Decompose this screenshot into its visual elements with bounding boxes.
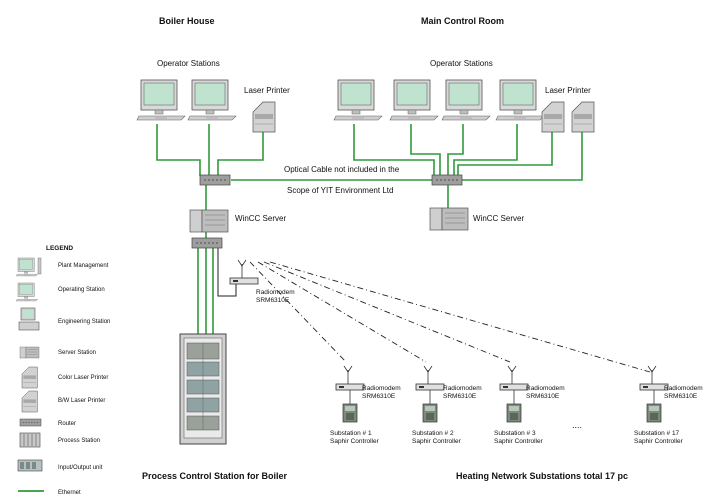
radio-link-1 bbox=[249, 261, 347, 363]
router-icon bbox=[431, 174, 463, 186]
engineering-station-icon bbox=[18, 307, 40, 331]
router-legend-icon bbox=[19, 418, 42, 427]
radiomodem-icon bbox=[335, 365, 365, 391]
substation-radio-label-2: SRM6310E bbox=[526, 393, 560, 400]
laser-printer-icon bbox=[541, 101, 565, 133]
optical-cable-label-line1: Optical Cable not included in the bbox=[284, 165, 400, 174]
optical-cable-label-line2: Scope of YIT Environment Ltd bbox=[287, 186, 393, 195]
substation-1: Radiomodem SRM6310E Substation # 1 Saphi… bbox=[330, 365, 401, 445]
color-laser-printer-icon bbox=[21, 366, 38, 389]
legend-label: Process Station bbox=[58, 438, 100, 444]
radio-link-3 bbox=[263, 261, 511, 363]
radiomodem-icon bbox=[229, 259, 259, 285]
substation-name: Substation # 1 bbox=[330, 430, 372, 437]
bw-laser-printer-icon bbox=[21, 390, 38, 413]
legend-label: Engineering Station bbox=[58, 319, 110, 325]
laser-printer-label-right: Laser Printer bbox=[545, 86, 591, 95]
substation-name: Substation # 2 bbox=[412, 430, 454, 437]
server-icon bbox=[429, 207, 469, 231]
substation-name: Substation # 3 bbox=[494, 430, 536, 437]
ethernet-link-right-ws4 bbox=[453, 124, 518, 176]
server-station-icon bbox=[19, 346, 40, 359]
substation-radio-label-1: Radiomodem bbox=[362, 385, 401, 392]
substation-controller: Saphir Controller bbox=[494, 438, 544, 445]
main-control-room-title: Main Control Room bbox=[421, 16, 504, 26]
operating-station-icon bbox=[16, 282, 38, 302]
router-icon bbox=[199, 174, 231, 186]
substation-radio-label-1: Radiomodem bbox=[526, 385, 565, 392]
ethernet-link-right-ws3 bbox=[447, 124, 464, 176]
radio-links bbox=[249, 261, 651, 373]
radiomodem-main-label-2: SRM6310E bbox=[256, 297, 290, 304]
legend-label: B/W Laser Printer bbox=[58, 398, 105, 404]
substation-radio-label-2: SRM6310E bbox=[362, 393, 396, 400]
operator-station-icon bbox=[389, 79, 439, 121]
heating-network-title: Heating Network Substations total 17 pc bbox=[456, 471, 628, 481]
process-station-icon bbox=[19, 432, 41, 448]
radiomodem-icon bbox=[415, 365, 445, 391]
substation-controller: Saphir Controller bbox=[634, 438, 684, 445]
router-icon bbox=[191, 237, 223, 249]
plant-management-icon bbox=[16, 257, 38, 277]
ethernet-link-left-printer bbox=[217, 130, 264, 176]
legend-label: Color Laser Printer bbox=[58, 375, 108, 381]
substation-controller: Saphir Controller bbox=[412, 438, 462, 445]
substation-radio-label-2: SRM6310E bbox=[664, 393, 698, 400]
saphir-controller-icon bbox=[506, 403, 522, 423]
operator-station-icon bbox=[333, 79, 383, 121]
substation-controller: Saphir Controller bbox=[330, 438, 380, 445]
ethernet-link-right-ws2 bbox=[410, 124, 441, 176]
substation-name: Substation # 17 bbox=[634, 430, 680, 437]
wincc-server-label-left: WinCC Server bbox=[235, 214, 286, 223]
radio-link-2 bbox=[257, 261, 427, 363]
legend-label: Operating Station bbox=[58, 287, 105, 293]
substation-radio-label-2: SRM6310E bbox=[443, 393, 477, 400]
legend: LEGEND Plant Management Operating Statio… bbox=[16, 245, 110, 496]
operator-station-icon bbox=[441, 79, 491, 121]
operator-stations-label-right: Operator Stations bbox=[430, 59, 493, 68]
process-control-station-title: Process Control Station for Boiler bbox=[142, 471, 288, 481]
substation-radio-label-1: Radiomodem bbox=[443, 385, 482, 392]
legend-label: Server Station bbox=[58, 350, 96, 356]
server-icon bbox=[189, 209, 229, 233]
legend-title: LEGEND bbox=[46, 245, 73, 252]
ethernet-link-right-ws1 bbox=[353, 124, 435, 176]
radio-link-17 bbox=[269, 261, 651, 373]
ethernet-link-right-printer2 bbox=[462, 130, 583, 181]
substation-17: Radiomodem SRM6310E Substation # 17 Saph… bbox=[634, 365, 703, 445]
legend-label: Ethernet bbox=[58, 490, 81, 496]
legend-label: Input/Output unit bbox=[58, 465, 103, 471]
io-unit-icon bbox=[17, 459, 43, 472]
operator-station-icon bbox=[495, 79, 545, 121]
boiler-house-title: Boiler House bbox=[159, 16, 215, 26]
radiomodem-main-label-1: Radiomodem bbox=[256, 289, 295, 296]
process-station-cabinet-icon bbox=[179, 333, 227, 445]
ethernet-link-right-printer1 bbox=[457, 130, 553, 176]
ethernet-link-left-ws1 bbox=[156, 124, 201, 176]
substation-3: Radiomodem SRM6310E Substation # 3 Saphi… bbox=[494, 365, 565, 445]
serial-link-radiomodem bbox=[217, 248, 237, 297]
saphir-controller-icon bbox=[422, 403, 438, 423]
saphir-controller-icon bbox=[646, 403, 662, 423]
ellipsis-more-substations: .... bbox=[572, 420, 582, 430]
operator-stations-label-left: Operator Stations bbox=[157, 59, 220, 68]
laser-printer-icon bbox=[571, 101, 595, 133]
substation-2: Radiomodem SRM6310E Substation # 2 Saphi… bbox=[412, 365, 482, 445]
wincc-server-label-right: WinCC Server bbox=[473, 214, 524, 223]
substation-radio-label-1: Radiomodem bbox=[664, 385, 703, 392]
laser-printer-icon bbox=[252, 101, 276, 133]
saphir-controller-icon bbox=[342, 403, 358, 423]
operator-station-icon bbox=[187, 79, 237, 121]
radiomodem-icon bbox=[499, 365, 529, 391]
operator-station-icon bbox=[136, 79, 186, 121]
legend-label: Plant Management bbox=[58, 263, 109, 269]
laser-printer-label-left: Laser Printer bbox=[244, 86, 290, 95]
legend-label: Router bbox=[58, 421, 76, 427]
ethernet-links bbox=[156, 124, 583, 334]
